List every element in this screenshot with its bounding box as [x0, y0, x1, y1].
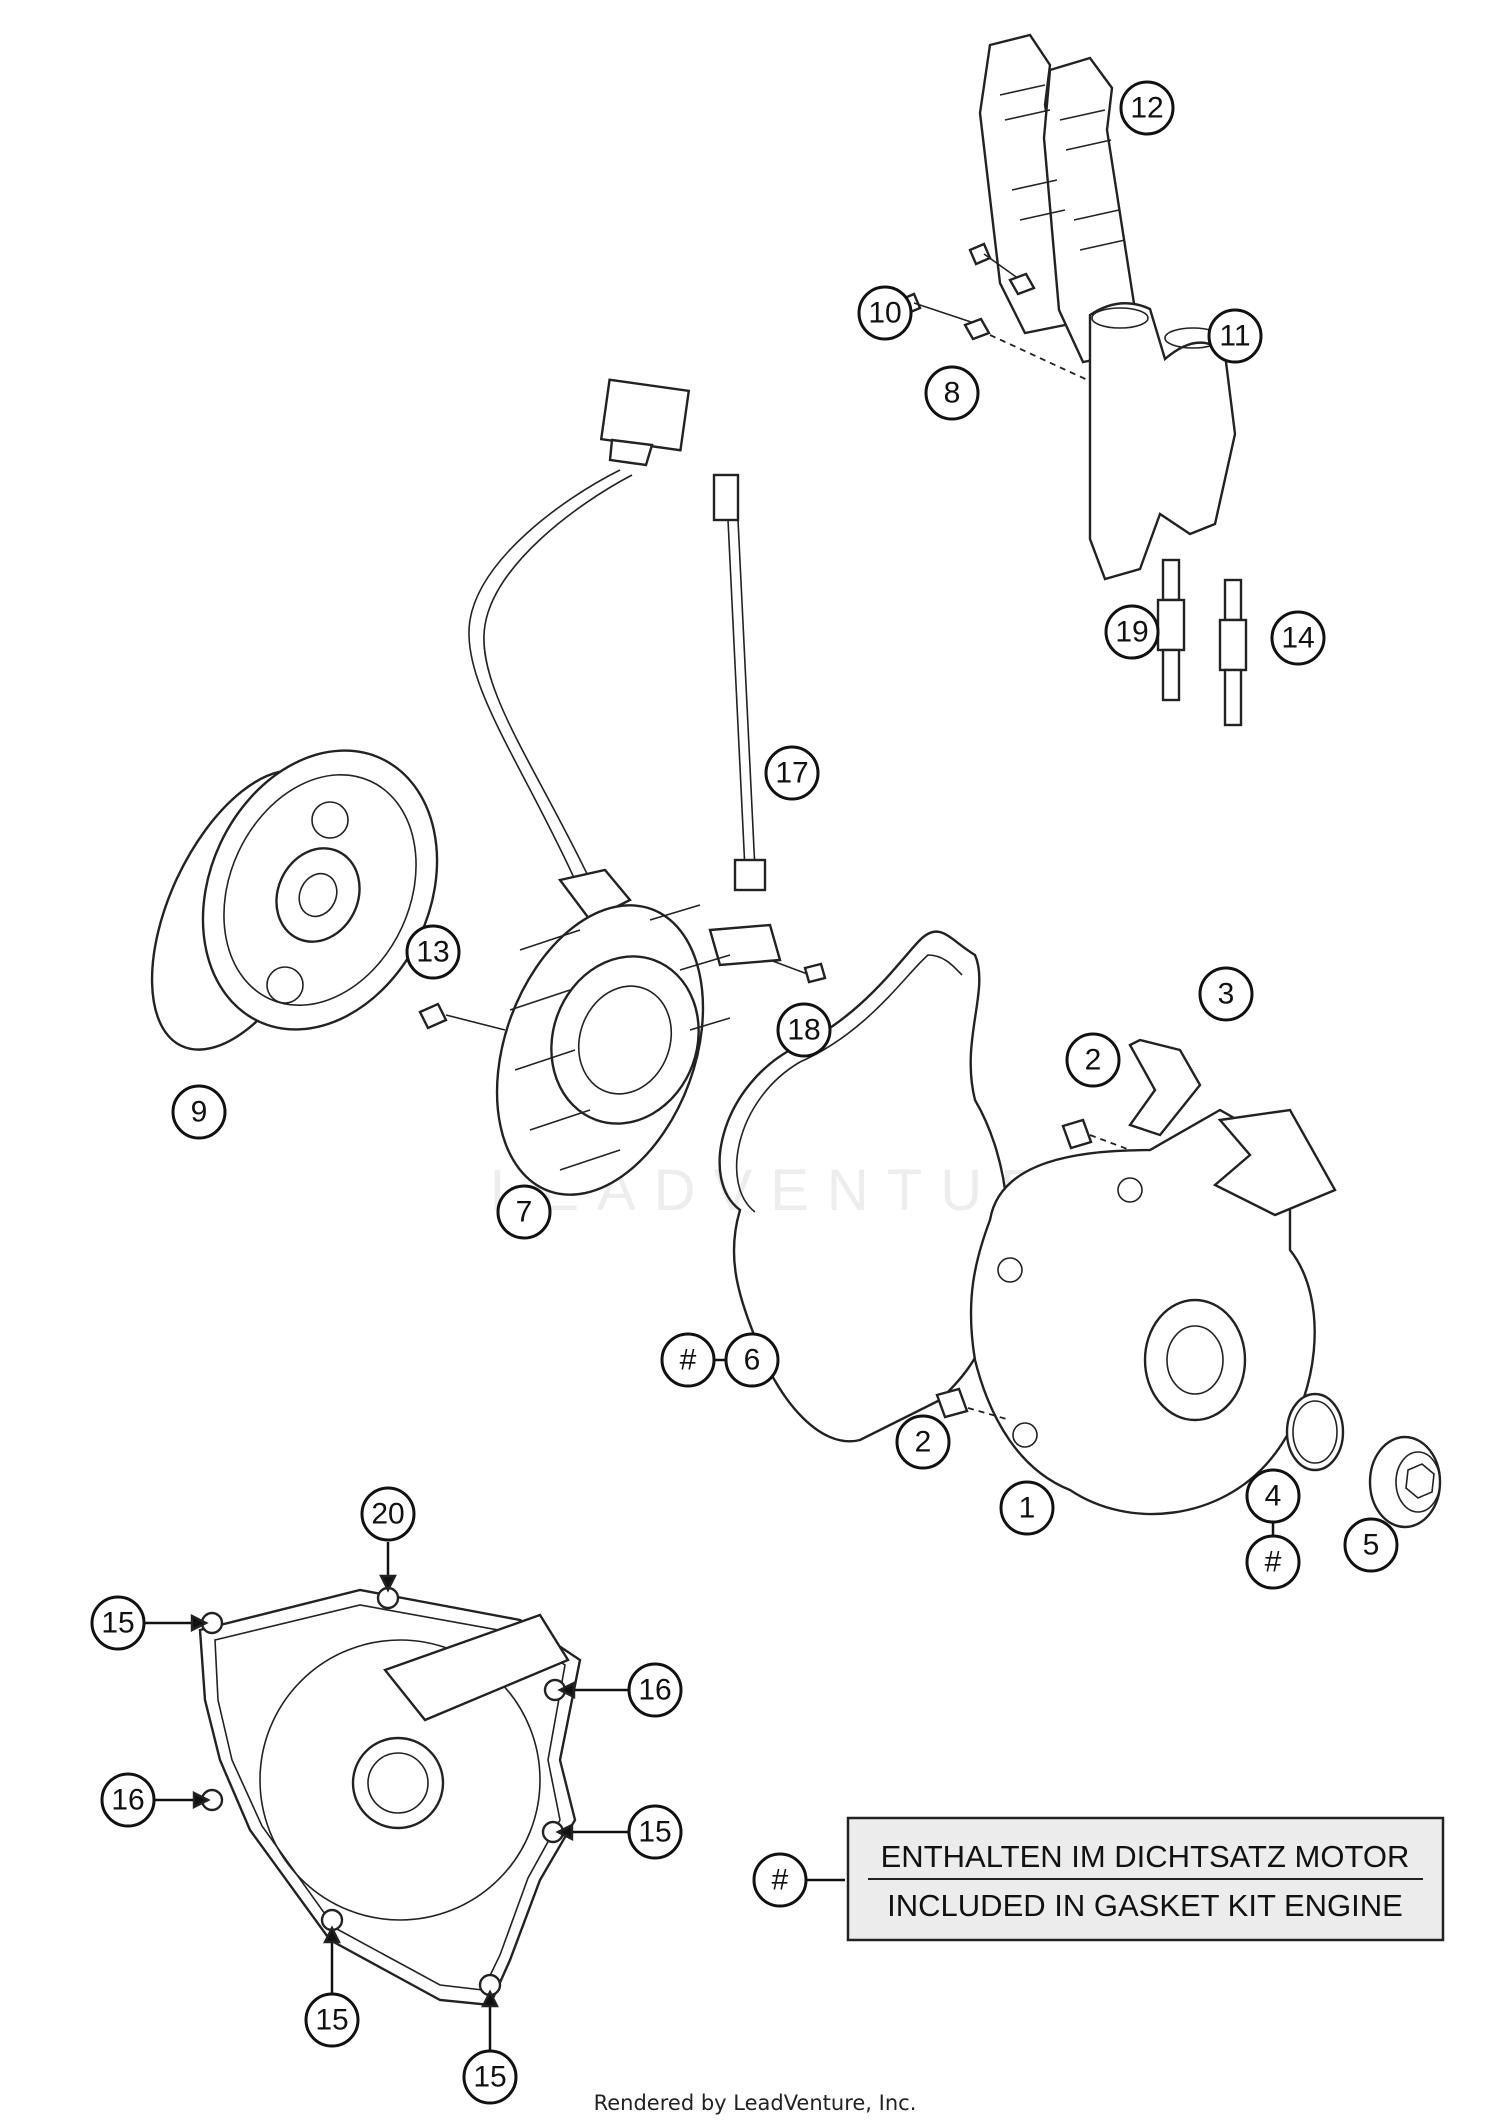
coil-boot-11	[1088, 302, 1237, 581]
callout-6-gasket-kit: #	[660, 1332, 716, 1388]
svg-text:2: 2	[1085, 1044, 1102, 1077]
callout-13: 13	[405, 924, 461, 980]
legend: ENTHALTEN IM DICHTSATZ MOTOR INCLUDED IN…	[846, 1816, 1445, 1942]
callout-10: 10	[857, 285, 913, 341]
svg-text:4: 4	[1265, 1480, 1282, 1513]
svg-text:12: 12	[1130, 92, 1163, 125]
callout-15-right: 15	[627, 1804, 683, 1860]
callout-12: 12	[1119, 80, 1175, 136]
svg-text:15: 15	[315, 2004, 348, 2037]
callout-20: 20	[360, 1486, 416, 1542]
stator-cable	[468, 378, 691, 922]
callout-14: 14	[1270, 610, 1326, 666]
callout-9: 9	[171, 1084, 227, 1140]
svg-text:9: 9	[191, 1096, 208, 1129]
callout-15-bottom-left: 15	[304, 1992, 360, 2048]
stator-7	[495, 904, 731, 1196]
svg-text:2: 2	[915, 1426, 932, 1459]
svg-text:16: 16	[111, 1784, 144, 1817]
callout-4-gasket-kit: #	[1245, 1534, 1301, 1590]
svg-text:7: 7	[516, 1196, 533, 1229]
callout-7: 7	[496, 1184, 552, 1240]
callout-16-right: 16	[627, 1662, 683, 1718]
callout-4: 4	[1245, 1468, 1301, 1524]
svg-text:6: 6	[744, 1344, 761, 1377]
callout-2-lower: 2	[895, 1414, 951, 1470]
callout-5: 5	[1343, 1517, 1399, 1573]
svg-text:3: 3	[1218, 978, 1235, 1011]
callout-15-upper-left: 15	[90, 1595, 146, 1651]
svg-text:15: 15	[101, 1607, 134, 1640]
callout-2-upper: 2	[1065, 1032, 1121, 1088]
svg-text:#: #	[772, 1864, 789, 1897]
svg-text:20: 20	[371, 1498, 404, 1531]
cable-holder-3	[1128, 1038, 1202, 1137]
svg-text:10: 10	[868, 297, 901, 330]
dowel-2-lower	[935, 1387, 1011, 1421]
svg-text:18: 18	[787, 1014, 820, 1047]
screw-18	[769, 959, 827, 984]
svg-text:8: 8	[944, 377, 961, 410]
legend-line-english: INCLUDED IN GASKET KIT ENGINE	[887, 1888, 1403, 1923]
rotor-9	[150, 749, 439, 1051]
svg-text:11: 11	[1219, 320, 1250, 353]
svg-text:1: 1	[1019, 1492, 1036, 1525]
pickup-sensor-17	[708, 473, 782, 967]
screw-plug-5	[1368, 1435, 1442, 1529]
svg-text:14: 14	[1281, 622, 1314, 655]
footer-credit: Rendered by LeadVenture, Inc.	[594, 2091, 917, 2115]
svg-text:#: #	[1265, 1546, 1282, 1579]
gasket-6	[718, 930, 1009, 1443]
callout-legend-hash: #	[752, 1852, 808, 1908]
callout-6: 6	[724, 1332, 780, 1388]
callout-1: 1	[999, 1480, 1055, 1536]
o-ring-4	[1285, 1392, 1345, 1472]
svg-text:15: 15	[473, 2061, 506, 2094]
nut-8	[963, 272, 1121, 396]
svg-text:5: 5	[1363, 1529, 1380, 1562]
callout-17: 17	[764, 745, 820, 801]
callout-18: 18	[776, 1002, 832, 1058]
spark-plug-14	[1218, 578, 1248, 727]
svg-text:19: 19	[1115, 616, 1148, 649]
svg-text:15: 15	[638, 1816, 671, 1849]
callout-11: 11	[1207, 308, 1263, 364]
callout-15-bottom-right: 15	[462, 2049, 518, 2105]
callout-16-left: 16	[100, 1772, 156, 1828]
callout-3: 3	[1198, 966, 1254, 1022]
ignition-coil-12	[978, 33, 1137, 364]
spark-plug-19	[1156, 558, 1186, 702]
svg-text:13: 13	[416, 936, 449, 969]
callout-8: 8	[924, 365, 980, 421]
svg-text:16: 16	[638, 1674, 671, 1707]
alternator-cover-1	[969, 1108, 1337, 1516]
callout-19: 19	[1104, 604, 1160, 660]
alternator-cover-outer-view	[198, 1586, 582, 2007]
svg-text:#: #	[680, 1344, 697, 1377]
legend-line-german: ENTHALTEN IM DICHTSATZ MOTOR	[881, 1839, 1410, 1874]
screw-13	[418, 1002, 506, 1031]
dowel-2-upper	[1061, 1118, 1131, 1151]
svg-text:17: 17	[775, 757, 808, 790]
